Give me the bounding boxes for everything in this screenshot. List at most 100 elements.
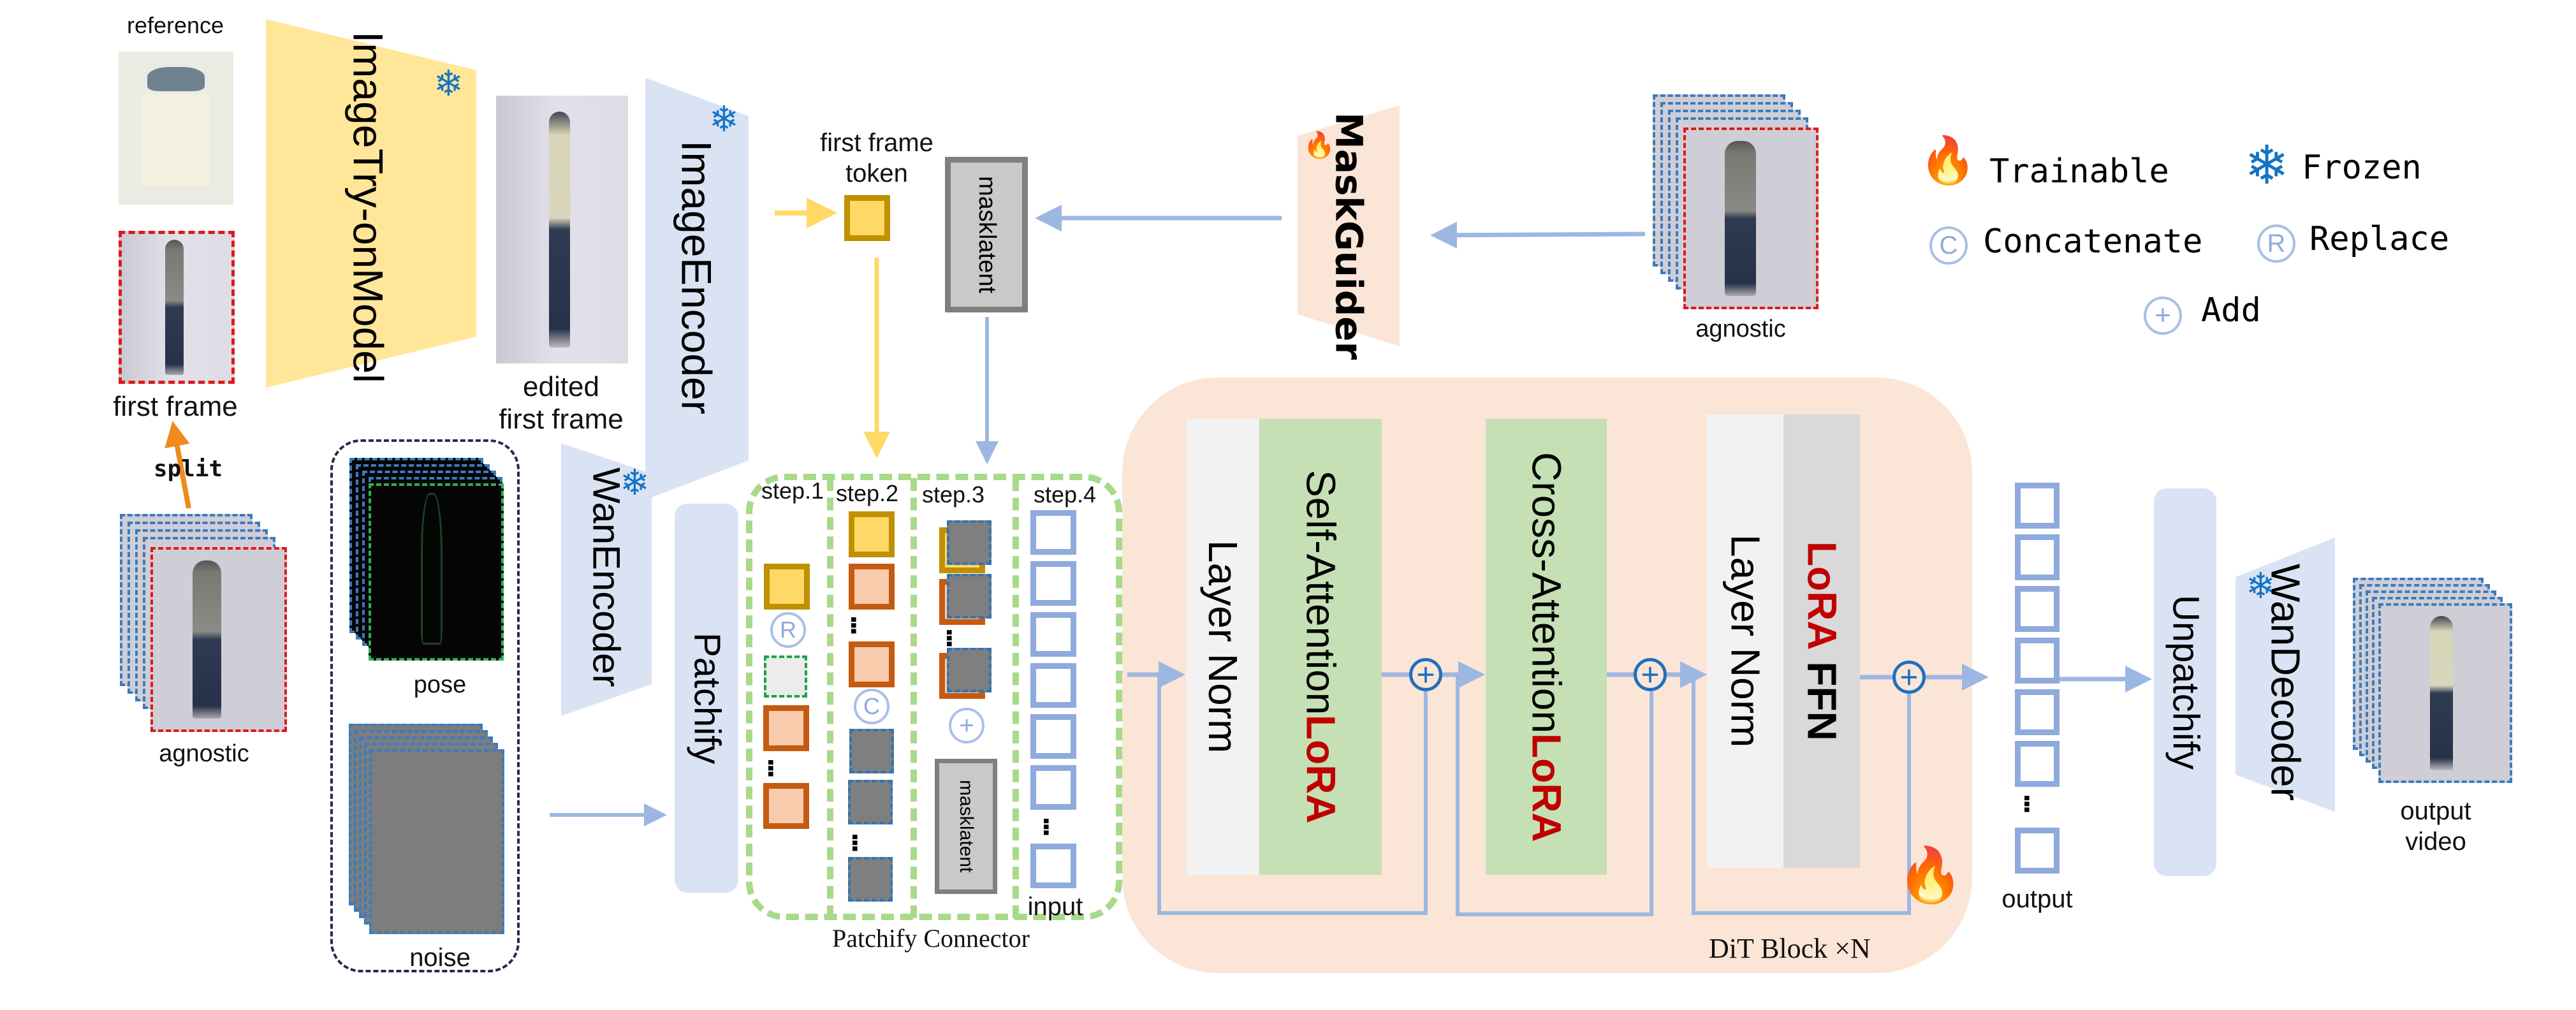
lora-ffn: LoRA FFN [1783,414,1860,868]
step2-ellipsis: ... [846,832,875,850]
step2-noise-token [849,729,894,773]
step1-frame-token [763,783,809,829]
mask-guider-label: Mask Guider [1298,112,1400,360]
snowflake-icon: ❄ [709,99,739,140]
garment-collar [147,67,205,92]
step3-mask-line-2: latent [955,826,977,873]
patchify-block: Patchify [675,504,738,893]
wan-encoder-block [561,443,652,716]
add-icon-3: + [1892,661,1926,694]
step-3-label: step.3 [921,481,985,508]
connector-divider [827,478,833,918]
edited-first-frame-label: edited first frame [485,371,638,435]
add-icon-2: + [1634,658,1667,691]
step-1-label: step.1 [761,478,824,504]
fire-icon: 🔥 [1303,131,1335,160]
first-frame-label: first frame [113,391,238,422]
input-label: input [1027,893,1083,921]
step2-noise-token [848,780,893,824]
step2-first-frame-token [849,511,895,557]
tryon-line-2: Try-on [344,148,392,268]
step-4-label: step.4 [1033,481,1097,508]
person-figure [165,240,184,375]
output-label: output [2002,885,2073,913]
wan-encoder-line-1: Wan [585,467,628,545]
edited-line-2: first frame [499,403,624,435]
add-icon-1: + [1409,658,1442,691]
wan-encoder-label: Wan Encoder [561,467,652,687]
legend-add-icon: + [2144,296,2182,335]
reference-garment-image [119,52,233,205]
layer-norm-1: Layer Norm [1186,419,1259,875]
image-encoder-line-1: Image [673,140,721,258]
legend-add-label: Add [2201,291,2261,330]
connector-divider [1013,478,1019,918]
output-video-line-1: output [2400,797,2471,825]
first-frame-token-label: first frame token [797,128,956,189]
replace-icon: R [770,612,806,648]
legend-concatenate-icon: C [1929,226,1968,265]
output-token [2015,689,2060,735]
edited-line-1: edited [523,371,599,402]
first-frame-image [119,231,235,384]
input-token [1030,612,1076,657]
wan-decoder-label: Wan Decoder [2236,564,2335,800]
legend-replace-icon: R [2257,224,2295,263]
residual-path-1 [1157,675,1428,915]
output-video-stack [2353,578,2525,788]
person-figure [1725,140,1757,296]
legend-fire-icon: 🔥 [1919,133,1977,187]
step1-frame-token [763,705,809,751]
step-2-label: step.2 [835,480,899,506]
step2-frame-token [849,641,895,687]
output-frame-front [2378,603,2512,783]
input-token [1030,765,1076,810]
mask-latent-line-2: latent [973,233,1000,293]
legend-concatenate-text: Concatenate [1983,223,2203,261]
mask-latent-label: mask latent [951,163,1022,307]
ffn-label: FFN [1799,650,1845,741]
legend: 🔥 Trainable ❄ Frozen C Replace Concatena… [1919,137,2493,341]
tryon-line-3: Model [344,268,392,383]
output-token [2015,534,2060,580]
snowflake-icon: ❄ [620,462,650,504]
snowflake-icon: ❄ [2246,566,2276,607]
lora-cross-attention: Cross-Attention LoRA [1486,419,1607,875]
step3-noise-overlay [947,520,992,565]
mask-guider-line-1: Mask [1327,112,1371,221]
legend-replace-label: Replace [2309,220,2450,258]
pose-noise-group [330,439,520,972]
person-figure [2429,616,2454,770]
step3-mask-line-1: mask [955,780,977,826]
concatenate-icon: C [854,689,889,724]
input-token [1030,510,1076,555]
agnostic-stack-right [1653,94,1825,311]
step1-first-frame-token [764,564,810,610]
step1-ellipsis: ... [762,758,791,775]
token-line-2: token [845,159,908,187]
output-video-line-2: video [2405,828,2466,856]
split-label: split [153,456,223,482]
pose-stack [349,458,515,668]
mask-guider-line-2: Guider [1327,220,1371,360]
pose-label: pose [413,671,467,698]
image-encoder-block [645,78,749,500]
agnostic-stack-left [120,514,292,734]
output-token [2015,638,2060,684]
image-encoder-line-2: Encoder [673,257,721,414]
agnostic-label-left: agnostic [159,740,249,767]
cross-attention-lora-label: LoRA [1523,733,1570,842]
legend-snowflake-icon: ❄ [2244,134,2290,196]
wan-encoder-line-2: Encoder [585,544,628,687]
step2-noise-token [848,857,893,902]
step3-mask-latent-label: mask latent [939,763,993,889]
step1-empty-token [764,655,807,698]
ffn-lora-label: LoRA [1799,541,1845,650]
input-ellipsis: ... [1037,816,1067,834]
pose-frame-front [369,483,504,661]
dit-block-title: DiT Block ×N [1709,933,1871,964]
output-ellipsis: ... [2018,793,2047,811]
output-token [2015,483,2060,529]
step2-frame-token [849,564,895,610]
